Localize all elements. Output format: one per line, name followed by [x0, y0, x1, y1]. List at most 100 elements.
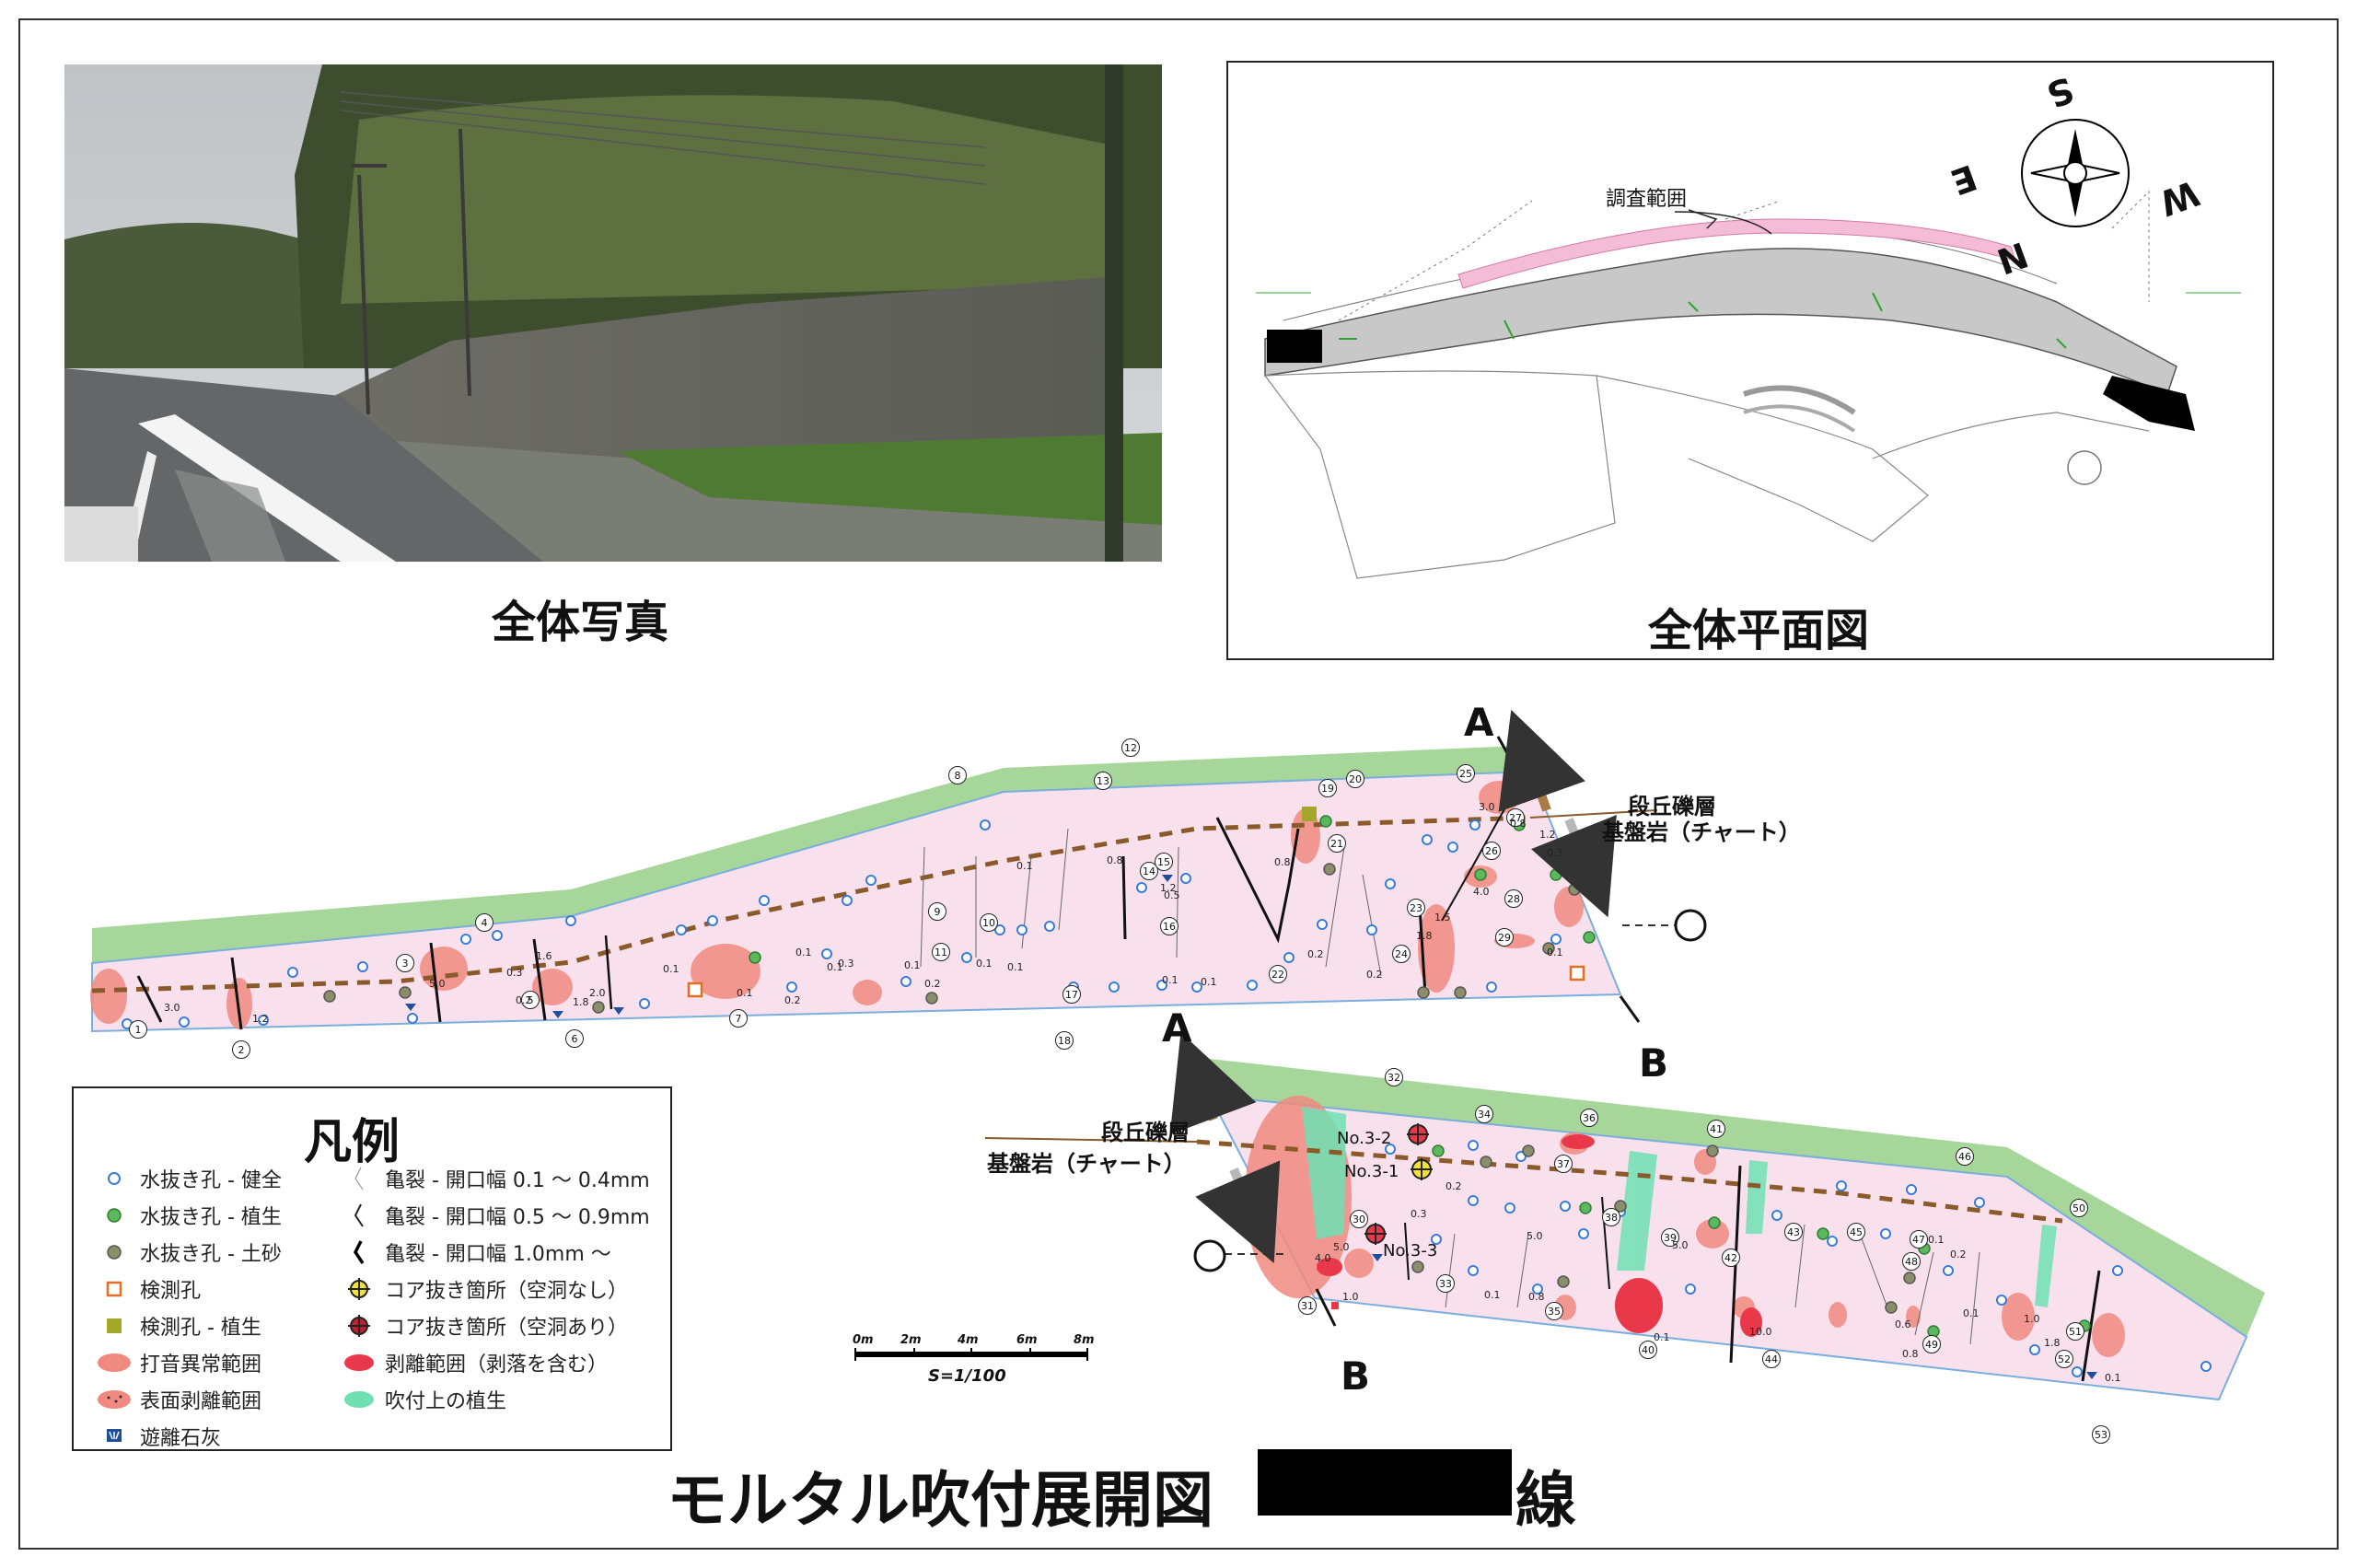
crack-width-value: 1.8 — [573, 996, 589, 1008]
crack-width-value: 0.8 — [1902, 1348, 1919, 1360]
crack-width-value: 0.8 — [1528, 1291, 1545, 1303]
callout-number: 46 — [1956, 1147, 1974, 1166]
crack-width-value: 0.3 — [506, 967, 523, 979]
gravel-label-top: 段丘礫層 — [1628, 794, 1716, 819]
legend-label: 亀裂 - 開口幅 0.5 〜 0.9mm — [385, 1206, 650, 1229]
callout-number: 47 — [1910, 1230, 1928, 1249]
crack-width-value: 0.1 — [737, 987, 753, 999]
callout-number: 6 — [565, 1029, 584, 1048]
crack-width-value: 3.0 — [1479, 801, 1495, 813]
crack-width-value: 0.1 — [1484, 1289, 1501, 1301]
crack-width-value: 0.8 — [1274, 856, 1291, 868]
crack-width-value: 5.0 — [1333, 1241, 1350, 1253]
legend-label: 表面剥離範囲 — [140, 1390, 262, 1413]
legend-drain-healthy: 水抜き孔 - 健全 — [96, 1164, 282, 1193]
callout-number: 48 — [1902, 1252, 1921, 1271]
tap-anomaly-icon — [96, 1350, 133, 1376]
legend-label: 打音異常範囲 — [140, 1353, 262, 1376]
legend-vegetation-on-spray: 吹付上の植生 — [341, 1385, 506, 1414]
crack-width-value: 0.1 — [1963, 1307, 1980, 1319]
crack-width-value: 0.2 — [1307, 948, 1324, 960]
legend-title: 凡例 — [304, 1115, 401, 1170]
crack-width-value: 0.1 — [1007, 961, 1024, 973]
crack-width-value: 1.0 — [2024, 1313, 2040, 1325]
crack-width-value: 1.0 — [1342, 1291, 1359, 1303]
photo-caption: 全体写真 — [491, 597, 668, 648]
plan-view: 調査範囲 S W N E — [1226, 61, 2274, 660]
inspection-hole-vegetation-icon — [96, 1313, 133, 1339]
callout-number: 21 — [1328, 834, 1346, 853]
callout-number: 42 — [1722, 1249, 1740, 1267]
overview-photo — [64, 64, 1162, 562]
crack-width-value: 0.1 — [1201, 976, 1217, 988]
crack-width-value: 0.2 — [1950, 1249, 1967, 1260]
callout-number: 12 — [1121, 738, 1140, 757]
section-a-top: A — [1464, 700, 1494, 745]
callout-number: 18 — [1055, 1031, 1074, 1050]
legend-label: 水抜き孔 - 健全 — [140, 1169, 282, 1192]
crack-width-value: 0.1 — [1928, 1234, 1945, 1246]
callout-number: 16 — [1160, 917, 1178, 935]
legend-crack-small: 亀裂 - 開口幅 0.1 〜 0.4mm — [341, 1164, 650, 1193]
title-suffix: 線 — [1515, 1465, 1576, 1536]
legend-core-with-void: コア抜き箇所（空洞あり） — [341, 1311, 628, 1341]
crack-width-value: 0.3 — [1411, 1208, 1427, 1220]
bedrock-label-top: 基盤岩（チャート） — [1602, 819, 1801, 845]
survey-area-label: 調査範囲 — [1606, 188, 1688, 211]
plan-caption: 全体平面図 — [1647, 605, 1869, 656]
crack-width-value: 1.8 — [2044, 1337, 2061, 1349]
callout-number: 29 — [1495, 928, 1514, 947]
callout-number: 14 — [1140, 862, 1158, 880]
crack-width-value: 0.6 — [1895, 1318, 1911, 1330]
callout-number: 32 — [1385, 1068, 1403, 1086]
scale-tick: 8m — [1074, 1333, 1095, 1347]
callout-number: 36 — [1580, 1109, 1598, 1127]
callout-number: 44 — [1762, 1350, 1781, 1368]
callout-number: 35 — [1545, 1302, 1563, 1320]
crack-width-value: 1.2 — [252, 1013, 269, 1025]
legend-tap-anomaly: 打音異常範囲 — [96, 1348, 261, 1377]
crack-width-value: 0.2 — [784, 994, 801, 1006]
crack-width-value: 0.2 — [924, 978, 941, 990]
callout-number: 3 — [396, 954, 414, 972]
callout-number: 37 — [1554, 1155, 1573, 1173]
callout-number: 41 — [1707, 1120, 1725, 1138]
crack-width-value: 0.8 — [1510, 818, 1527, 830]
crack-width-value: 0.2 — [516, 994, 532, 1006]
crack-width-value: 0.1 — [1016, 860, 1033, 872]
core-label-3: No.3-3 — [1383, 1241, 1438, 1260]
callout-number: 43 — [1784, 1223, 1803, 1241]
crack-width-value: 0.1 — [1547, 947, 1563, 958]
crack-width-value: 1.5 — [1434, 912, 1451, 923]
peel-range-icon — [341, 1350, 377, 1376]
legend-label: 剥離範囲（剥落を含む） — [385, 1353, 609, 1376]
callout-number: 52 — [2055, 1350, 2073, 1368]
crack-width-value: 0.1 — [1162, 974, 1178, 986]
gravel-label-bottom: 段丘礫層 — [1101, 1120, 1190, 1145]
legend-inspection-hole-vegetation: 検測孔 - 植生 — [96, 1311, 261, 1341]
section-b-top: B — [1639, 1040, 1669, 1086]
callout-number: 24 — [1392, 945, 1411, 963]
callout-number: 2 — [232, 1040, 250, 1059]
drain-sediment-icon — [96, 1239, 133, 1265]
crack-width-value: 1.2 — [1539, 829, 1556, 841]
callout-number: 13 — [1094, 772, 1112, 790]
section-a-bottom: A — [1162, 1005, 1192, 1051]
callout-number: 15 — [1155, 853, 1173, 871]
callout-number: 23 — [1407, 899, 1425, 917]
title-main: モルタル吹付展開図 — [667, 1465, 1213, 1536]
crack-width-value: 4.0 — [1315, 1252, 1331, 1264]
crack-width-value: 0.3 — [1547, 847, 1563, 859]
callout-number: 49 — [1922, 1335, 1941, 1353]
crack-width-value: 3.0 — [164, 1002, 180, 1014]
callout-number: 34 — [1475, 1105, 1493, 1123]
legend-label: 検測孔 - 植生 — [140, 1317, 261, 1340]
legend-drain-vegetation: 水抜き孔 - 植生 — [96, 1201, 282, 1230]
scale-label: S=1/100 — [928, 1366, 1006, 1386]
section-b-bottom: B — [1341, 1353, 1371, 1399]
callout-number: 17 — [1062, 985, 1081, 1004]
core-label-2: No.3-1 — [1344, 1162, 1399, 1181]
crack-large-icon — [341, 1239, 377, 1265]
crack-width-value: 10.0 — [1749, 1326, 1772, 1338]
core-no-void-icon — [341, 1276, 377, 1302]
